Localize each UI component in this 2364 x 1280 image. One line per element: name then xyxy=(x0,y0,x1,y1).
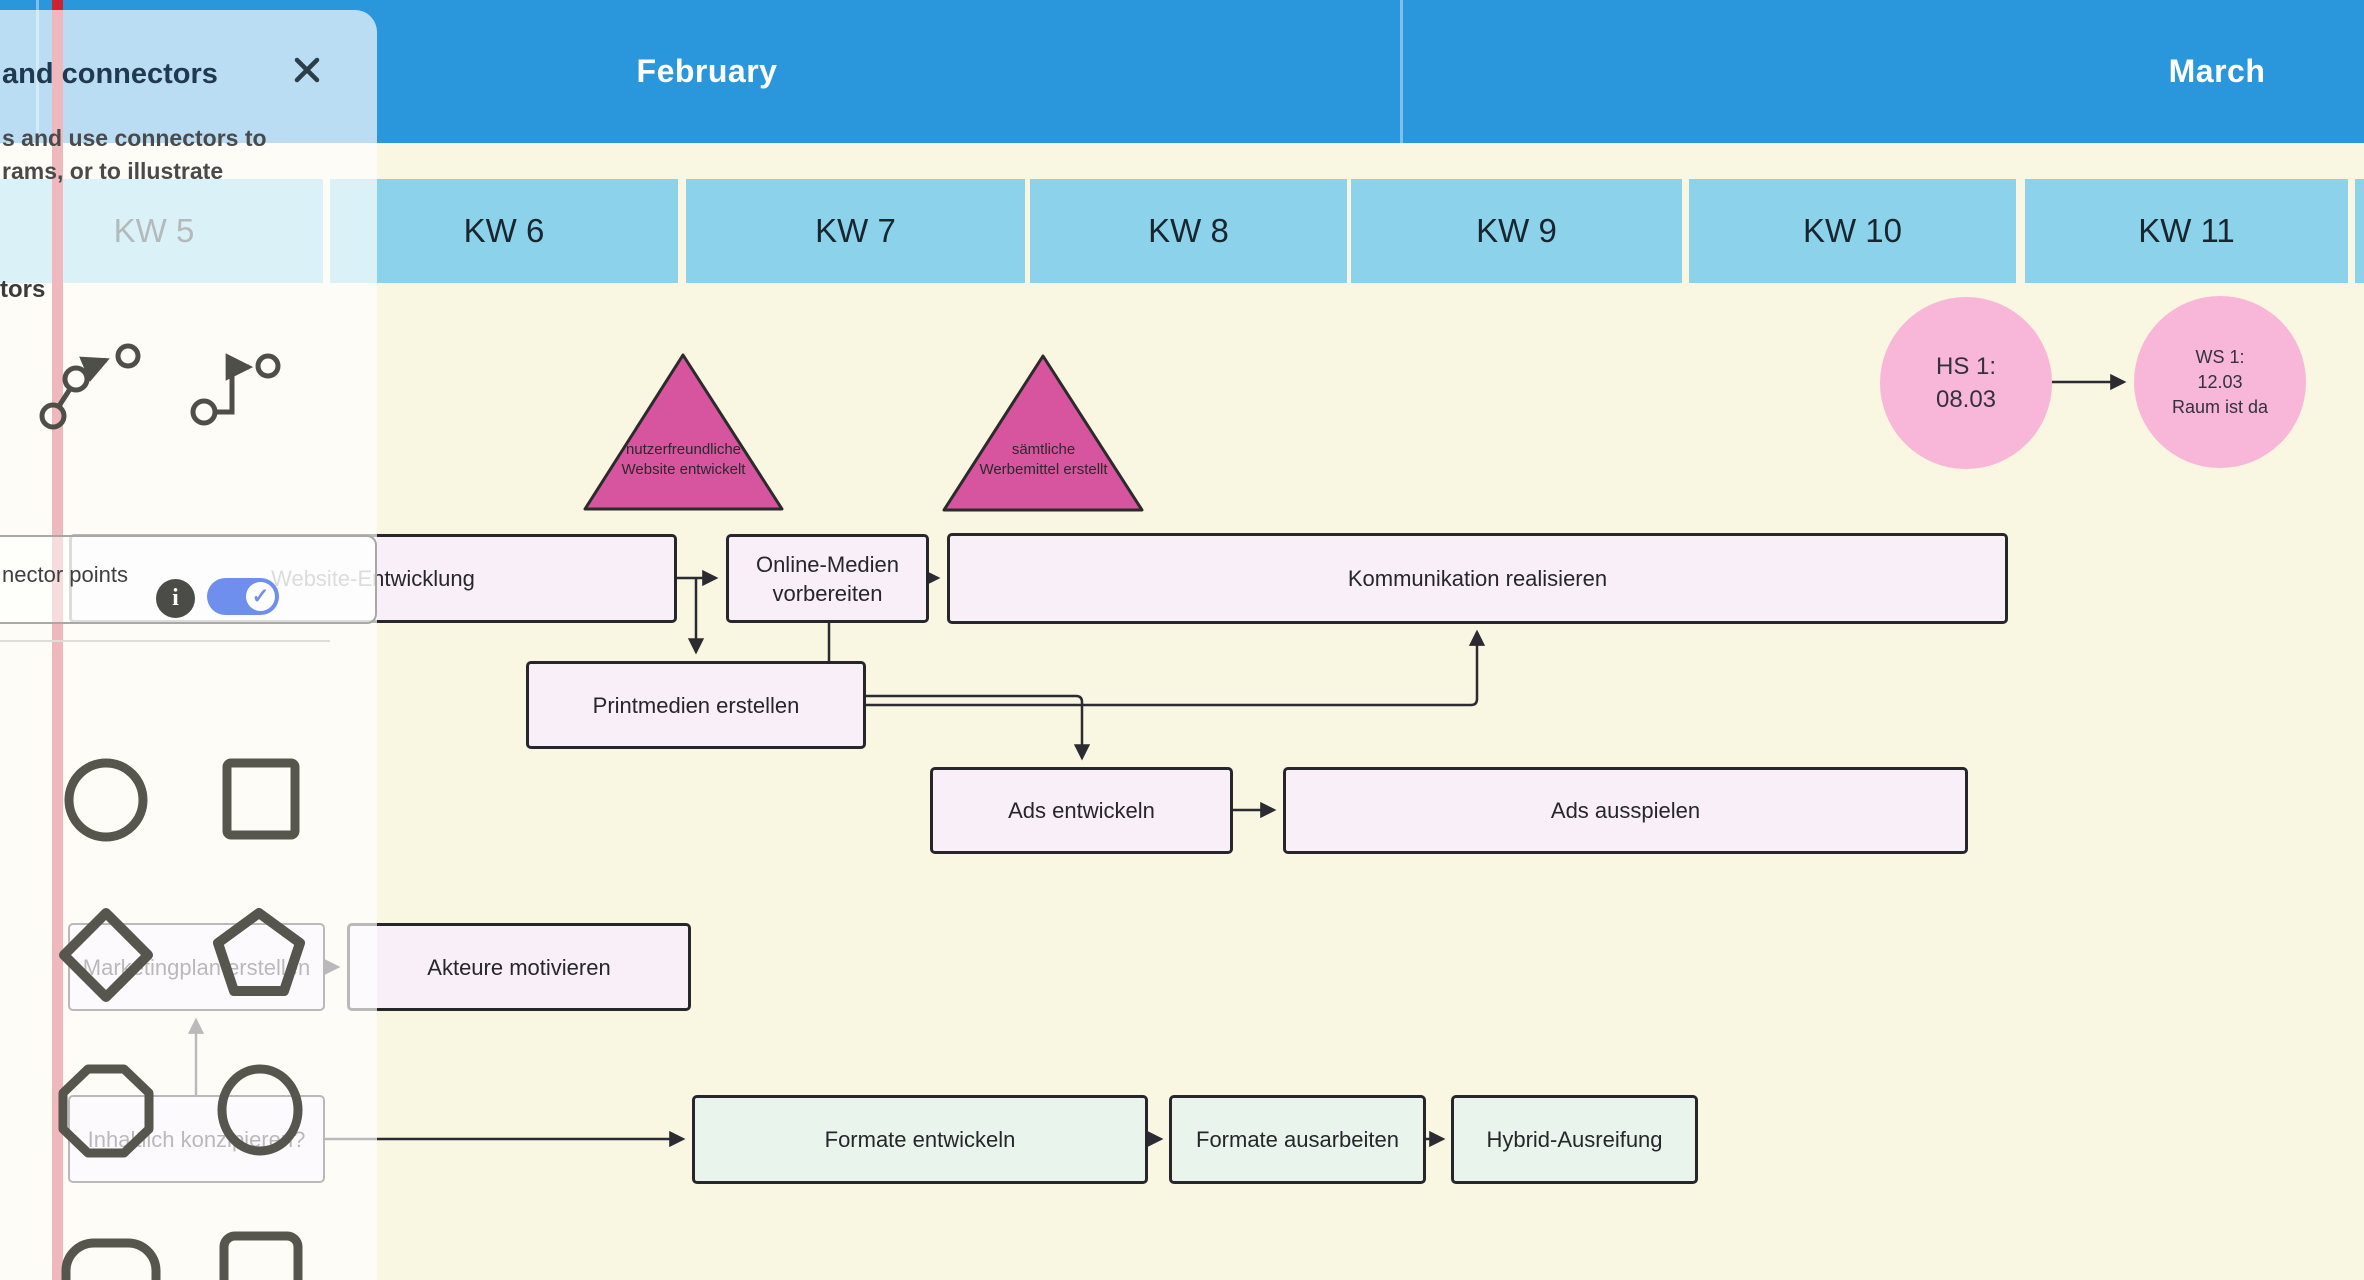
month-header-march[interactable]: March xyxy=(2168,53,2266,89)
task-printmedien-erstellen[interactable]: Printmedien erstellen xyxy=(526,661,866,749)
week-header-kw10[interactable]: KW 10 xyxy=(1689,179,2016,283)
circle-shape-icon[interactable] xyxy=(64,758,148,842)
month-divider xyxy=(1400,0,1403,143)
panel-title: and connectors xyxy=(2,58,218,90)
task-hybrid-ausreifung[interactable]: Hybrid-Ausreifung xyxy=(1451,1095,1698,1184)
connector-points-label: nector points xyxy=(2,562,128,587)
rounded-square-shape-icon[interactable] xyxy=(219,1231,303,1280)
panel-description-line2: rams, or to illustrate xyxy=(2,158,224,184)
milestone-triangle-werbemittel[interactable] xyxy=(942,354,1144,512)
month-header-band xyxy=(0,0,2364,143)
task-kommunikation-realisieren[interactable]: Kommunikation realisieren xyxy=(947,533,2008,624)
week-header-kw11[interactable]: KW 11 xyxy=(2025,179,2348,283)
connector-points-tooltip: nector points i ✓ xyxy=(0,535,377,624)
week-header-kw8[interactable]: KW 8 xyxy=(1030,179,1347,283)
event-circle-ws1[interactable]: WS 1: 12.03 Raum ist da xyxy=(2134,296,2306,468)
toggle-check-icon: ✓ xyxy=(246,582,275,611)
panel-section-label: tors xyxy=(0,276,46,303)
connector-points-toggle[interactable]: ✓ xyxy=(207,578,279,615)
elbow-connector-icon[interactable] xyxy=(190,353,281,426)
diamond-shape-icon[interactable] xyxy=(59,908,153,1002)
connectors-panel xyxy=(0,10,377,1280)
week-header-partial[interactable] xyxy=(2355,179,2364,283)
square-shape-icon[interactable] xyxy=(222,758,300,840)
week-header-kw7[interactable]: KW 7 xyxy=(686,179,1025,283)
rounded-rectangle-shape-icon[interactable] xyxy=(61,1238,161,1280)
week-header-kw9[interactable]: KW 9 xyxy=(1351,179,1682,283)
task-ads-entwickeln[interactable]: Ads entwickeln xyxy=(930,767,1233,854)
task-formate-entwickeln[interactable]: Formate entwickeln xyxy=(692,1095,1148,1184)
panel-description-line1: s and use connectors to xyxy=(2,125,267,151)
task-akteure-motivieren[interactable]: Akteure motivieren xyxy=(347,923,691,1011)
task-formate-ausarbeiten[interactable]: Formate ausarbeiten xyxy=(1169,1095,1426,1184)
ellipse-shape-icon[interactable] xyxy=(217,1064,303,1156)
task-online-medien[interactable]: Online-Medien vorbereiten xyxy=(726,534,929,623)
panel-divider xyxy=(0,640,330,642)
event-circle-hs1[interactable]: HS 1: 08.03 xyxy=(1880,297,2052,469)
close-icon[interactable] xyxy=(293,56,321,84)
month-header-february[interactable]: February xyxy=(636,53,778,89)
pentagon-shape-icon[interactable] xyxy=(213,908,305,996)
week-header-kw6[interactable]: KW 6 xyxy=(330,179,678,283)
panel-shape-gallery xyxy=(39,343,305,1280)
milestone-label: nutzerfreundliche Website entwickelt xyxy=(621,441,746,478)
milestone-label: sämtliche Werbemittel erstellt xyxy=(979,441,1108,478)
task-ads-ausspielen[interactable]: Ads ausspielen xyxy=(1283,767,1968,854)
info-icon[interactable]: i xyxy=(156,579,195,618)
octagon-shape-icon[interactable] xyxy=(58,1064,154,1158)
connector-printmedien-to-kommunikation[interactable] xyxy=(866,629,1486,707)
connector-onlinemedien-to-adsentwickeln[interactable] xyxy=(827,623,1091,761)
curved-connector-icon[interactable] xyxy=(39,343,141,430)
milestone-triangle-website[interactable] xyxy=(583,353,784,511)
